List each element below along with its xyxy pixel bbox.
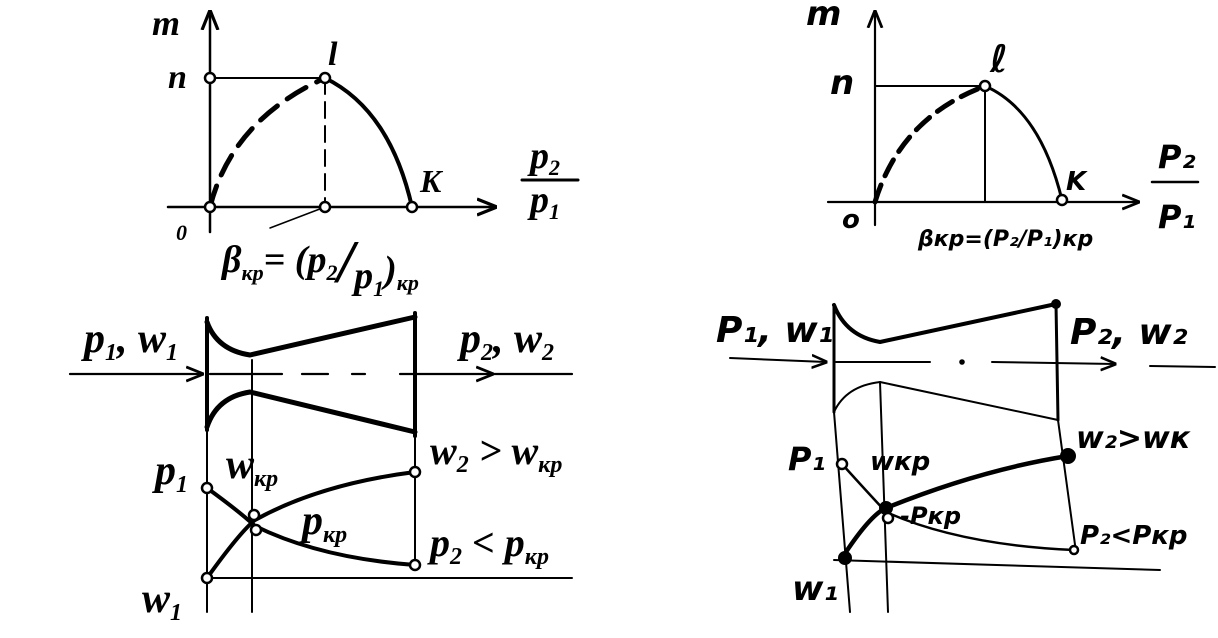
x-axis-fraction-label: p2 p1	[520, 135, 580, 224]
point-w2	[408, 465, 422, 479]
left-top-graph: m 0 n l K p2 p1 βкр= (p2/p1)кр	[152, 3, 580, 301]
mass-flow-curve	[983, 84, 1064, 202]
k-label: K	[419, 163, 444, 199]
p1-label: p1	[152, 448, 188, 498]
y-axis-label: m	[806, 0, 841, 34]
beta-leader-line	[269, 206, 326, 229]
pressure-curve	[840, 462, 1076, 552]
l-label: l	[328, 36, 338, 73]
x-label-numerator: p2	[527, 135, 560, 180]
point-k	[405, 200, 419, 214]
l-label: ℓ	[989, 37, 1008, 81]
k-label: K	[1066, 167, 1088, 197]
inlet-section-line	[833, 411, 851, 613]
pressure-curve	[205, 486, 417, 567]
point-w1	[838, 551, 852, 565]
point-l	[318, 71, 332, 85]
w1-label: w1	[142, 576, 182, 626]
w2-relation-label: w₂>wк	[1076, 421, 1191, 456]
point-n	[203, 71, 217, 85]
pkp-label: -Pкр	[900, 502, 961, 530]
axis-dot	[959, 359, 965, 365]
w1-label: w₁	[792, 569, 838, 609]
point-p1	[200, 481, 214, 495]
outlet-section-line	[1057, 419, 1077, 553]
inlet-label: p1, w1	[81, 316, 178, 366]
outlet-label: p2, w2	[457, 316, 554, 366]
outlet-label: P₂, w₂	[1070, 312, 1188, 353]
left-bottom-nozzle: p1, w1 p2, w2 p1 wкр pкр w1 w2 > wкр p2 …	[68, 311, 574, 626]
point-pkp	[881, 511, 895, 525]
throat-section-line	[879, 381, 889, 613]
subsonic-dashed-curve	[207, 75, 328, 210]
point-origin	[203, 200, 217, 214]
outlet-top-dot	[1051, 299, 1061, 309]
nozzle-outlet-edge	[1054, 302, 1060, 422]
nozzle-upper-wall	[204, 314, 418, 358]
wkp-label: wкр	[870, 447, 930, 477]
velocity-curve	[205, 470, 417, 580]
pkp-label: pкр	[299, 498, 347, 548]
wkp-label: wкр	[226, 442, 278, 492]
point-p1	[835, 457, 849, 471]
mass-flow-curve	[323, 76, 414, 209]
velocity-curve	[839, 453, 1071, 561]
p2-relation-label: p2 < pкр	[427, 520, 549, 570]
right-top-graph: m o n ℓ K P₂ P₁ βкр=(P₂/P₁)кр	[806, 0, 1200, 252]
point-p2	[1068, 544, 1080, 556]
nozzle-lower-wall	[204, 389, 418, 435]
point-l	[978, 79, 992, 93]
beta-critical-formula: βкр=(P₂/P₁)кр	[917, 227, 1093, 252]
point-wkp	[247, 508, 261, 522]
point-p2	[408, 558, 422, 572]
point-w1	[200, 571, 214, 585]
point-pkp	[249, 523, 263, 537]
right-bottom-nozzle: P₁, w₁ P₂, w₂ P₁ wкр -Pкр w₂>wк P₂<Pкр w…	[716, 299, 1216, 613]
x-label-denominator: p1	[527, 179, 560, 224]
point-w2	[1060, 448, 1076, 464]
subsonic-dashed-curve	[872, 85, 983, 205]
profile-baseline	[833, 559, 1161, 571]
x-label-denominator: P₁	[1158, 198, 1195, 236]
n-label: n	[168, 59, 187, 96]
y-axis-label: m	[152, 3, 180, 43]
x-label-numerator: P₂	[1158, 138, 1195, 176]
origin-label: o	[842, 205, 860, 235]
inlet-flow-arrow	[729, 358, 826, 362]
point-k	[1055, 193, 1069, 207]
w2-relation-label: w2 > wкр	[430, 428, 562, 478]
origin-label: 0	[176, 220, 187, 245]
nozzle-upper-wall	[832, 302, 1058, 344]
n-label: n	[830, 63, 854, 103]
inlet-label: P₁, w₁	[716, 310, 833, 351]
nozzle-lower-wall	[833, 381, 1059, 421]
p1-label: P₁	[788, 440, 825, 478]
point-beta	[318, 200, 332, 214]
p2-relation-label: P₂<Pкр	[1080, 521, 1188, 551]
axis-tail	[1149, 365, 1216, 368]
beta-critical-formula: βкр= (p2/p1)кр	[220, 229, 419, 301]
outlet-flow-arrow	[991, 362, 1115, 364]
